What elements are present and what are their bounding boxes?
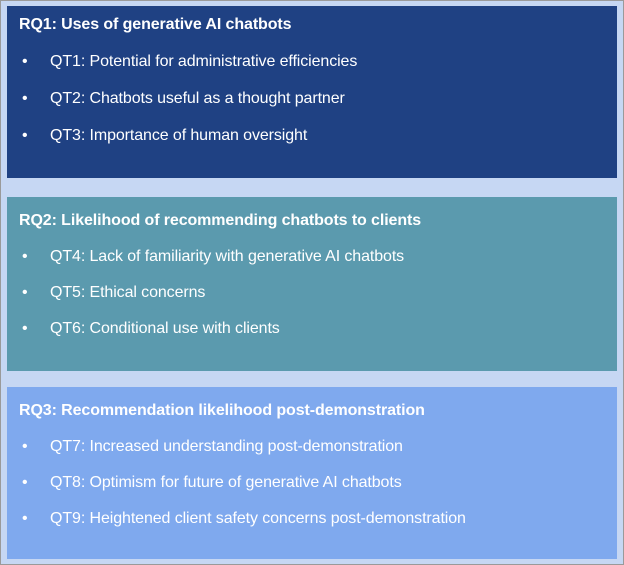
qt-item-label: QT3: Importance of human oversight (50, 127, 308, 144)
rq-title-rq2: RQ2: Likelihood of recommending chatbots… (19, 212, 422, 229)
qt-list-rq3: • QT7: Increased understanding post-demo… (17, 437, 607, 529)
qt-list-rq1: • QT1: Potential for administrative effi… (17, 52, 607, 146)
qt-item-qt7: • QT7: Increased understanding post-demo… (17, 437, 607, 457)
bullet-icon: • (22, 320, 28, 337)
qt-item-qt5: • QT5: Ethical concerns (17, 283, 607, 303)
qt-list-rq2: • QT4: Lack of familiarity with generati… (17, 247, 607, 339)
rq-block-rq2: RQ2: Likelihood of recommending chatbots… (7, 197, 617, 371)
qt-item-label: QT6: Conditional use with clients (50, 320, 280, 337)
qt-item-label: QT4: Lack of familiarity with generative… (50, 248, 405, 265)
bullet-icon: • (22, 127, 28, 144)
bullet-icon: • (22, 90, 28, 107)
rq-block-rq3: RQ3: Recommendation likelihood post-demo… (7, 387, 617, 559)
bullet-icon: • (22, 53, 28, 70)
qt-item-qt4: • QT4: Lack of familiarity with generati… (17, 247, 607, 267)
qt-item-label: QT8: Optimism for future of generative A… (50, 474, 402, 491)
qt-item-qt1: • QT1: Potential for administrative effi… (17, 52, 607, 72)
qt-item-label: QT7: Increased understanding post-demons… (50, 438, 403, 455)
qt-item-label: QT2: Chatbots useful as a thought partne… (50, 90, 345, 107)
rq-title-rq1: RQ1: Uses of generative AI chatbots (19, 16, 292, 33)
bullet-icon: • (22, 438, 28, 455)
rq-title-rq3: RQ3: Recommendation likelihood post-demo… (19, 402, 425, 419)
qt-item-qt3: • QT3: Importance of human oversight (17, 126, 607, 146)
qt-item-label: QT1: Potential for administrative effici… (50, 53, 358, 70)
bullet-icon: • (22, 284, 28, 301)
qt-item-qt8: • QT8: Optimism for future of generative… (17, 473, 607, 493)
qt-item-qt6: • QT6: Conditional use with clients (17, 319, 607, 339)
qt-item-qt2: • QT2: Chatbots useful as a thought part… (17, 89, 607, 109)
qt-item-label: QT5: Ethical concerns (50, 284, 206, 301)
rq-block-rq1: RQ1: Uses of generative AI chatbots • QT… (7, 6, 617, 178)
bullet-icon: • (22, 474, 28, 491)
bullet-icon: • (22, 510, 28, 527)
qt-item-qt9: • QT9: Heightened client safety concerns… (17, 509, 607, 529)
qt-item-label: QT9: Heightened client safety concerns p… (50, 510, 466, 527)
bullet-icon: • (22, 248, 28, 265)
